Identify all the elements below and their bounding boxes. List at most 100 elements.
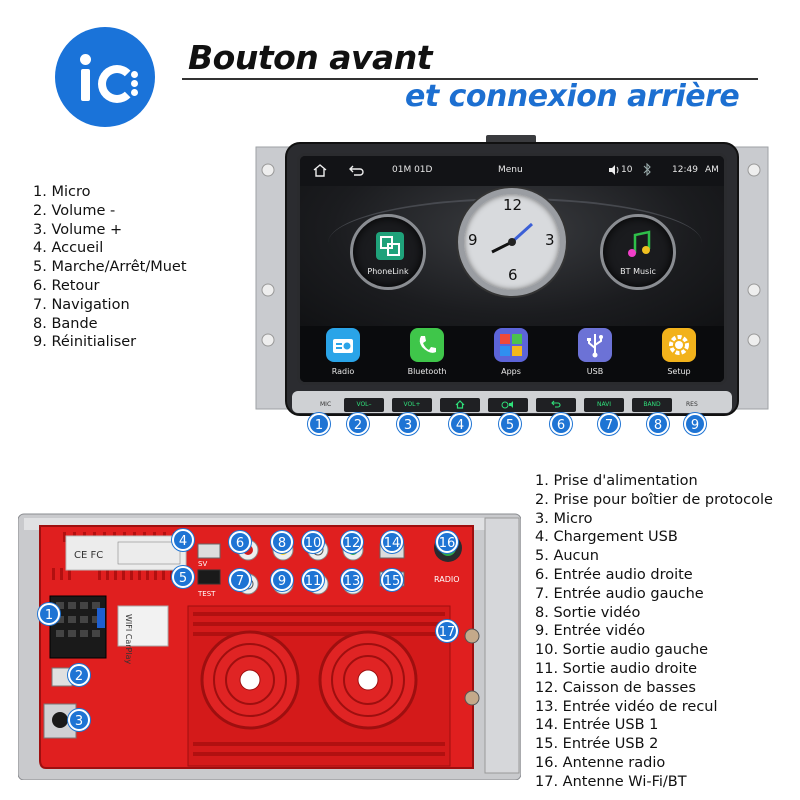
rear-legend-item: 1. Prise d'alimentation	[535, 473, 698, 489]
rear-badge: 4	[172, 529, 194, 551]
page-title-line1: Bouton avant	[188, 38, 433, 77]
rear-legend-item: 14. Entrée USB 1	[535, 717, 659, 734]
clock-number-12: 12	[503, 196, 523, 214]
bt-music-label: BT Music	[620, 267, 656, 276]
touch-screen[interactable]: 01M 01D Menu 10 12:49 AM PhoneLink	[297, 153, 727, 385]
head-unit-front: 01M 01D Menu 10 12:49 AM PhoneLink	[248, 135, 773, 425]
rear-legend-item: 8. Sortie vidéo	[535, 604, 641, 621]
front-legend-item: 3. Volume +	[33, 221, 123, 238]
usb-icon	[578, 328, 612, 362]
rear-legend-item: 11. Sortie audio droite	[535, 660, 698, 677]
front-badge: 5	[499, 413, 521, 435]
front-legend-item: 6. Retour	[33, 277, 100, 294]
front-legend-item: 4. Accueil	[33, 240, 104, 257]
home-icon[interactable]	[312, 163, 328, 177]
power-mute-button[interactable]	[488, 398, 528, 412]
rear-badge: 8	[271, 531, 293, 553]
app-apps[interactable]: Apps	[469, 328, 553, 376]
radio-icon	[326, 328, 360, 362]
phonelink-widget[interactable]: PhoneLink	[350, 214, 426, 290]
front-badge: 1	[308, 413, 330, 435]
rear-legend-item: 12. Caisson de basses	[535, 679, 696, 696]
mic-label: MIC	[320, 401, 332, 408]
rear-badge: 14	[381, 531, 403, 553]
clock-number-6: 6	[508, 266, 518, 284]
front-badge: 6	[550, 413, 572, 435]
app-label: Bluetooth	[407, 367, 447, 376]
app-label: USB	[586, 367, 604, 376]
app-radio[interactable]: Radio	[301, 328, 385, 376]
hardware-button-row: MIC VOL– VOL+ NAVI BAND RES	[302, 398, 727, 412]
rear-legend-item: 4. Chargement USB	[535, 529, 678, 546]
rear-legend-item: 13. Entrée vidéo de recul	[535, 698, 718, 715]
rear-badge: 12	[341, 531, 363, 553]
status-bar: 01M 01D Menu 10 12:49 AM	[300, 156, 724, 186]
status-time: 12:49	[672, 165, 698, 175]
status-menu[interactable]: Menu	[498, 165, 523, 175]
rear-legend-item: 15. Entrée USB 2	[535, 736, 659, 753]
front-legend-item: 9. Réinitialiser	[33, 334, 137, 351]
logo-o-ring	[98, 65, 136, 103]
app-bluetooth[interactable]: Bluetooth	[385, 328, 469, 376]
status-ampm: AM	[705, 165, 719, 175]
page-title-line2: et connexion arrière	[405, 79, 740, 114]
front-legend-item: 2. Volume -	[33, 202, 116, 219]
rear-badge: 11	[302, 569, 324, 591]
front-legend-item: 1. Micro	[33, 184, 91, 200]
radio-port-label: RADIO	[434, 575, 460, 584]
front-legend-item: 8. Bande	[33, 315, 98, 332]
ce-fcc-marks: CE FC	[74, 550, 103, 561]
rear-badge: 3	[68, 709, 90, 731]
rear-badge: 17	[436, 620, 458, 642]
phonelink-label: PhoneLink	[367, 267, 409, 276]
status-volume: 10	[621, 165, 633, 175]
phone-icon	[410, 328, 444, 362]
front-legend-item: 7. Navigation	[33, 296, 130, 313]
rear-legend-item: 5. Aucun	[535, 548, 599, 565]
vol-minus-button[interactable]: VOL–	[344, 398, 384, 412]
navi-button[interactable]: NAVI	[584, 398, 624, 412]
logo-o-dots	[131, 71, 141, 97]
test-port-label: TEST	[197, 590, 216, 598]
power-mute-icon	[501, 401, 513, 409]
bt-music-widget[interactable]: BT Music	[600, 214, 676, 290]
home-button[interactable]	[440, 398, 480, 412]
front-badge: 2	[347, 413, 369, 435]
res-label[interactable]: RES	[686, 401, 698, 408]
app-label: Apps	[501, 367, 521, 376]
rear-badge: 9	[271, 569, 293, 591]
logo-i-dot	[80, 54, 91, 65]
app-dock: Radio Bluetooth Apps USB	[300, 326, 724, 382]
front-badge: 4	[449, 413, 471, 435]
rear-legend-item: 6. Entrée audio droite	[535, 566, 693, 583]
rear-badge: 5	[172, 566, 194, 588]
volume-icon	[609, 165, 619, 175]
back-icon	[551, 400, 561, 408]
apps-grid-icon	[494, 328, 528, 362]
brand-logo	[55, 27, 155, 127]
rear-legend-item: 9. Entrée vidéo	[535, 623, 646, 640]
rear-badge: 15	[381, 569, 403, 591]
dashboard-widgets: PhoneLink 12 3 6 9 BT Music	[300, 186, 724, 331]
music-note-icon	[628, 230, 651, 257]
app-setup[interactable]: Setup	[637, 328, 721, 376]
rear-badge: 6	[229, 531, 251, 553]
wifi-carplay-label: WIFI CarPlay	[124, 614, 133, 665]
app-label: Radio	[331, 367, 355, 376]
clock-number-9: 9	[468, 231, 478, 249]
app-usb[interactable]: USB	[553, 328, 637, 376]
app-label: Setup	[667, 367, 691, 376]
band-button[interactable]: BAND	[632, 398, 672, 412]
rear-legend-item: 2. Prise pour boîtier de protocole	[535, 491, 773, 508]
front-legend-item: 5. Marche/Arrêt/Muet	[33, 259, 187, 276]
back-button[interactable]	[536, 398, 576, 412]
logo-i-stem	[81, 69, 90, 101]
home-icon	[455, 400, 465, 409]
back-icon[interactable]	[348, 164, 364, 176]
rear-legend-item: 10. Sortie audio gauche	[535, 642, 709, 659]
vol-plus-button[interactable]: VOL+	[392, 398, 432, 412]
front-badge: 7	[598, 413, 620, 435]
sv-port-label: SV	[198, 560, 207, 568]
title-divider	[182, 78, 758, 80]
front-badge: 3	[397, 413, 419, 435]
